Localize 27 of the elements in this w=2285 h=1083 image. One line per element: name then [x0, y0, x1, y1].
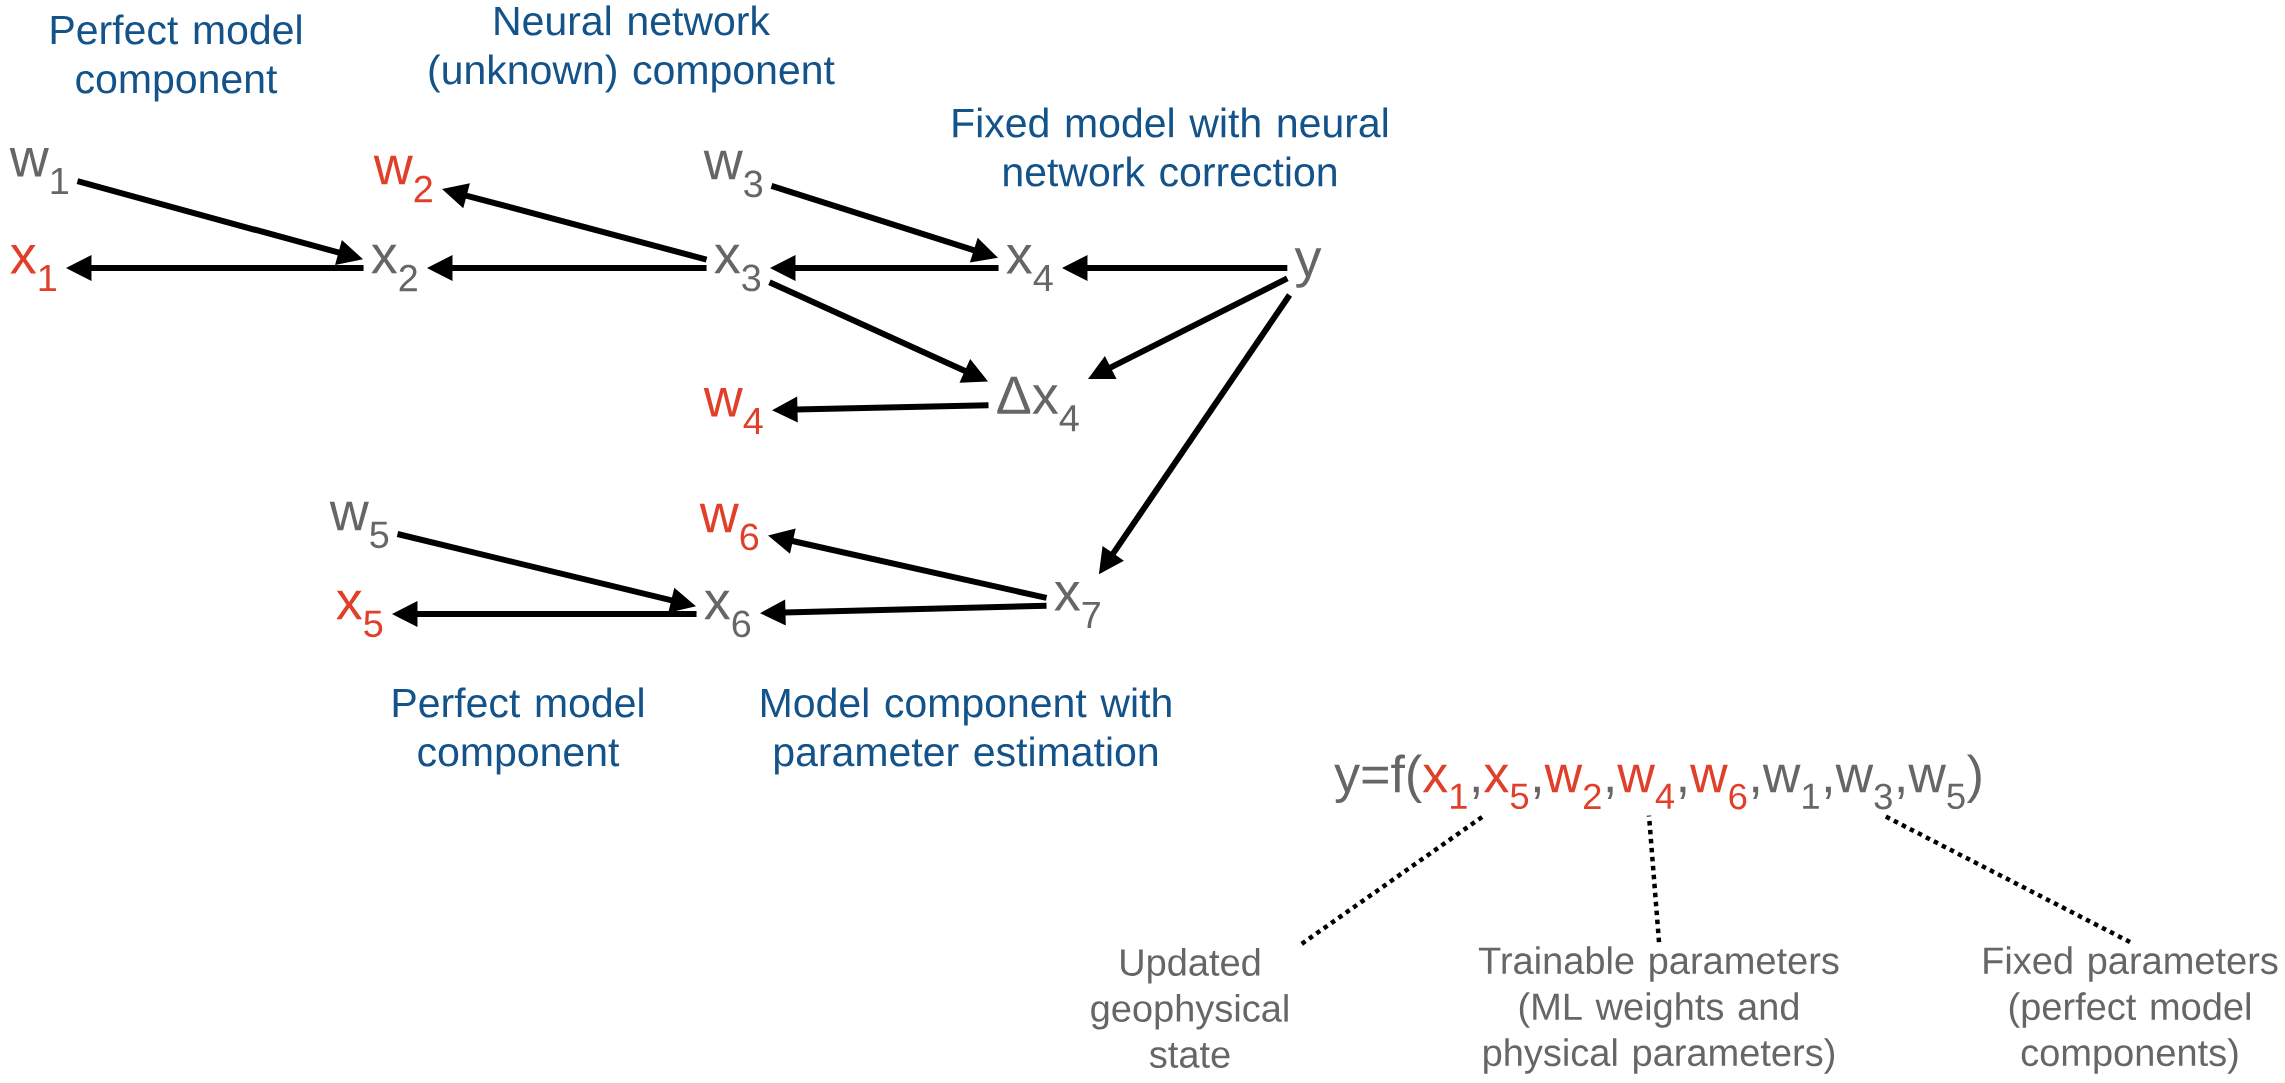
annotation-text: Updated geophysical state: [1091, 948, 1288, 1068]
annotation-text: Fixed parameters (perfect model components): [1984, 946, 2278, 1074]
variable-label: x$_{6}$: [704, 590, 751, 638]
component-label: Perfect model component: [393, 687, 643, 775]
variable-label: w$_{3}$: [703, 150, 763, 198]
variable-label: w$_{5}$: [329, 501, 389, 549]
component-label: Neural network (unknown) component: [429, 5, 835, 93]
variable-label: Δx$_{4}$: [997, 376, 1079, 432]
variable-label: w$_{2}$: [373, 155, 432, 203]
variable-label: x$_{4}$: [1006, 245, 1053, 291]
variable-label: w$_{4}$: [703, 388, 763, 434]
variable-label: y: [1294, 248, 1322, 288]
variable-label: w$_{1}$: [9, 148, 68, 194]
component-label: Fixed model with neural network correction: [953, 107, 1388, 187]
variable-label: w$_{6}$: [699, 503, 759, 551]
leader-line: [1300, 813, 1486, 946]
component-label: Model component with parameter estimation: [762, 687, 1171, 775]
variable-label: x$_{5}$: [336, 590, 383, 638]
component-label: Perfect model component: [51, 14, 301, 102]
variable-label: x$_{7}$: [1054, 582, 1100, 628]
leader-line: [1883, 813, 2132, 945]
equation: y=f(x$_{1}$,x$_{5}$,w$_{2}$,w$_{4}$,w$_{6}$,w$_{1}$,w$_{3}$,w$_{5}$): [1334, 754, 1981, 810]
variable-label: x$_{1}$: [10, 245, 56, 291]
variable-label: x$_{2}$: [371, 244, 417, 292]
leader-line: [1646, 815, 1662, 943]
annotation-text: Trainable parameters (ML weights and physical parameters): [1478, 946, 1839, 1074]
variable-label: x$_{3}$: [714, 244, 761, 292]
